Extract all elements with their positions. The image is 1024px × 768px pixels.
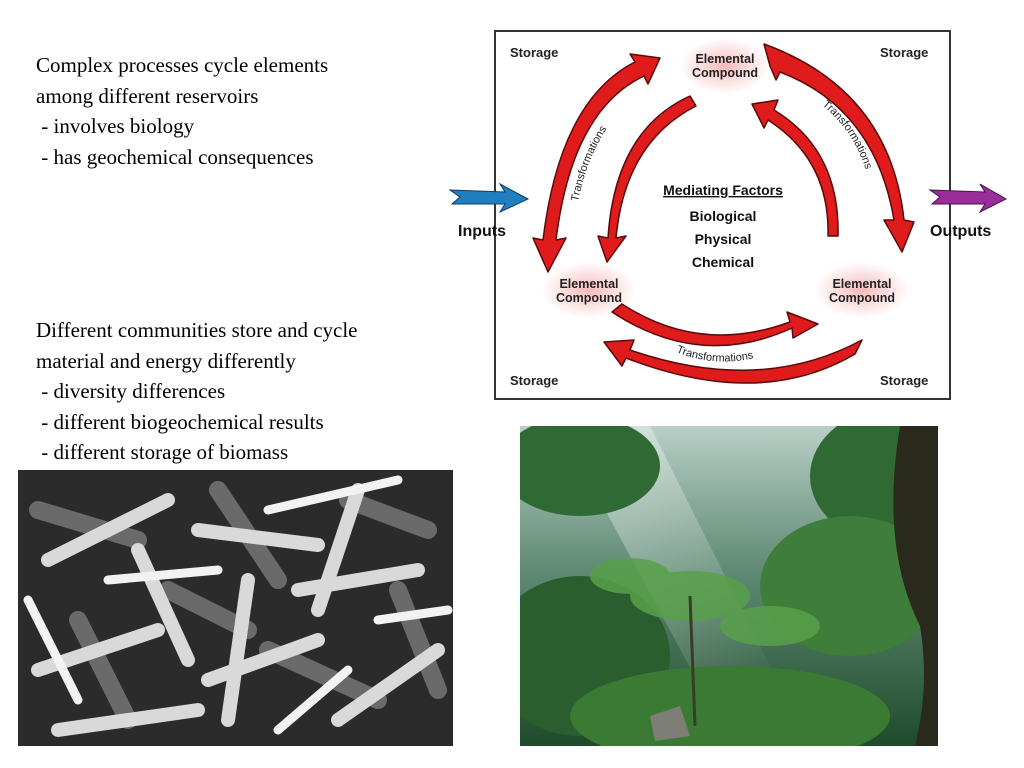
text-line: Different communities store and cycle bbox=[36, 318, 358, 342]
storage-label-top-right: Storage bbox=[880, 45, 928, 60]
cycle-arrow-inner-bottom bbox=[611, 303, 819, 347]
inputs-label: Inputs bbox=[458, 223, 506, 240]
communities-text-block: Different communities store and cycle ma… bbox=[36, 315, 358, 468]
mediating-factors-title: Mediating Factors bbox=[663, 182, 783, 198]
cycle-arrow-outer-left bbox=[532, 53, 661, 273]
cycle-arrow-inner-left bbox=[597, 95, 697, 263]
compound-glow bbox=[680, 38, 770, 94]
element-cycle-diagram: Transformations Transformations Transfor… bbox=[448, 38, 1008, 388]
outputs-label: Outputs bbox=[930, 223, 991, 240]
compound-label-top-line2: Compound bbox=[692, 66, 758, 80]
text-line: among different reservoirs bbox=[36, 83, 259, 108]
storage-label-bottom-left: Storage bbox=[510, 373, 558, 388]
compound-label-left-line2: Compound bbox=[556, 291, 622, 305]
text-line: - different storage of biomass bbox=[36, 440, 289, 464]
compound-label-left-line1: Elemental bbox=[559, 277, 618, 291]
compound-label-top-line1: Elemental bbox=[695, 52, 754, 66]
compound-label-right-line1: Elemental bbox=[832, 277, 891, 291]
text-line: material and energy differently bbox=[36, 348, 296, 373]
compound-label-right-line2: Compound bbox=[829, 291, 895, 305]
compound-glow bbox=[814, 262, 910, 318]
text-line: - diversity differences bbox=[36, 379, 226, 403]
text-line: - involves biology bbox=[36, 114, 195, 138]
compound-glow bbox=[541, 262, 637, 318]
inputs-arrow bbox=[448, 182, 530, 214]
mediating-factor-item: Physical bbox=[695, 231, 752, 247]
text-line: Complex processes cycle elements bbox=[36, 53, 329, 77]
transformations-label-bottom: Transformations bbox=[675, 344, 755, 365]
intro-text-block: Complex processes cycle elements among d… bbox=[36, 50, 328, 172]
text-line: - has geochemical consequences bbox=[36, 144, 314, 169]
storage-label-top-left: Storage bbox=[510, 45, 558, 60]
mediating-factor-item: Chemical bbox=[692, 254, 754, 270]
cycle-arrow-inner-right bbox=[751, 99, 839, 237]
rainforest-image bbox=[520, 426, 938, 746]
cycle-arrow-outer-right bbox=[763, 43, 915, 253]
bacteria-micrograph-image bbox=[18, 470, 453, 746]
text-line: - different biogeochemical results bbox=[36, 409, 324, 434]
cycle-arrow-outer-bottom bbox=[603, 339, 863, 384]
outputs-arrow bbox=[928, 183, 1008, 214]
mediating-factor-item: Biological bbox=[690, 208, 757, 224]
storage-label-bottom-right: Storage bbox=[880, 373, 928, 388]
